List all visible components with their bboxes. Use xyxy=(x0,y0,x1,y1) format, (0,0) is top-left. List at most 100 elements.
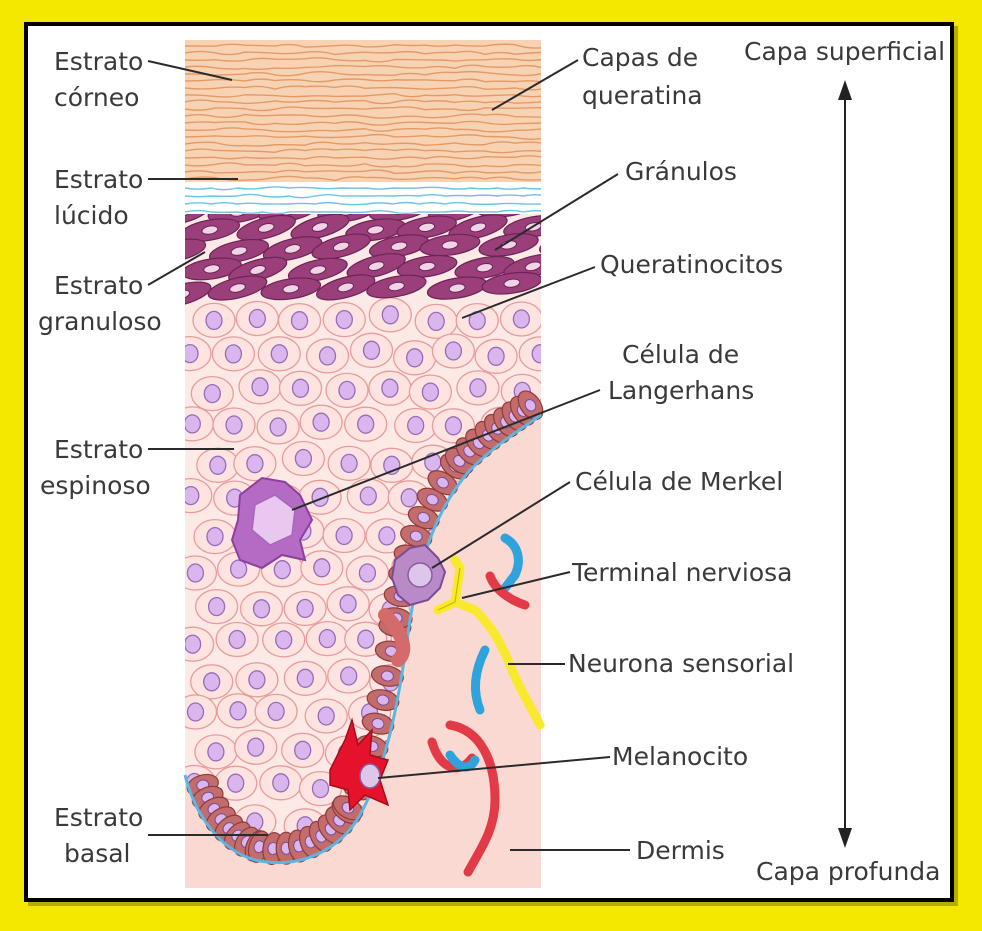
keratinocyte-nucleus xyxy=(186,702,205,722)
keratinocyte-nucleus xyxy=(407,415,425,436)
granular-cell xyxy=(316,274,376,301)
axis-bottom-label: Capa profunda xyxy=(756,857,941,886)
granular-cell-body xyxy=(539,229,541,256)
basal-cell xyxy=(427,470,458,496)
granular-cell xyxy=(262,236,323,262)
granular-cell xyxy=(207,275,268,301)
label-estrato-granuloso-2: granuloso xyxy=(38,307,162,336)
axis-top-label: Capa superficial xyxy=(744,37,945,66)
keratin-fiber xyxy=(185,64,541,71)
label-granulos: Gránulos xyxy=(625,157,737,186)
keratin-fiber xyxy=(185,148,541,154)
granular-cell-nucleus xyxy=(284,244,301,254)
keratinocyte-nucleus xyxy=(296,598,314,619)
label-celula-langerhans-2: Langerhans xyxy=(608,376,754,405)
keratinocyte-nucleus xyxy=(269,417,287,437)
keratin-layer xyxy=(185,40,541,182)
keratin-fiber xyxy=(185,162,541,168)
lucid-fiber xyxy=(185,193,541,199)
keratinocyte-nucleus xyxy=(358,563,377,583)
keratinocyte-nucleus xyxy=(206,526,224,547)
keratinocyte-nucleus xyxy=(205,310,223,331)
granular-cell xyxy=(419,233,481,257)
basal-cell-nucleus xyxy=(376,694,390,706)
granular-cell-nucleus xyxy=(469,222,487,233)
keratin-fiber xyxy=(185,43,541,49)
keratin-fiber xyxy=(185,169,541,175)
keratinocyte-nucleus xyxy=(227,773,245,793)
granular-cell-nucleus xyxy=(185,289,191,300)
granular-cell xyxy=(185,218,241,242)
keratinocyte-nucleus xyxy=(406,348,424,368)
keratinocyte-nucleus xyxy=(296,668,314,688)
basal-cell xyxy=(361,712,395,735)
keratinocyte-nucleus xyxy=(469,378,487,398)
granular-cell-nucleus xyxy=(388,281,405,292)
granular-cell xyxy=(345,218,406,242)
keratinocyte-nucleus xyxy=(340,666,358,686)
keratinocyte-nucleus xyxy=(186,563,205,583)
basal-cell-nucleus xyxy=(426,493,439,506)
keratinocyte-nucleus xyxy=(185,343,199,364)
melanocyte xyxy=(329,717,390,812)
basal-cell-nucleus xyxy=(380,670,394,682)
granular-cell xyxy=(290,213,350,241)
keratinocyte-nucleus xyxy=(291,378,310,398)
basal-cell xyxy=(370,665,404,687)
nerve-outline xyxy=(437,567,461,611)
keratin-fiber xyxy=(185,50,541,56)
keratinocyte-nucleus xyxy=(400,488,418,508)
keratinocyte-nucleus xyxy=(359,486,377,506)
keratinocyte-nucleus xyxy=(185,634,202,654)
keratinocyte-nucleus xyxy=(251,377,269,397)
keratinocyte-nucleus xyxy=(311,487,329,507)
granular-cell-nucleus xyxy=(524,261,541,272)
label-estrato-basal-1: Estrato xyxy=(54,803,143,832)
label-estrato-espinoso-1: Estrato xyxy=(54,435,143,464)
keratinocyte-nucleus xyxy=(340,453,358,474)
keratinocyte-nucleus xyxy=(487,346,505,366)
granular-cell-nucleus xyxy=(201,225,219,235)
keratin-fiber xyxy=(185,133,541,140)
granular-cell xyxy=(481,271,541,295)
keratinocyte-nucleus xyxy=(224,344,243,364)
granular-cell-nucleus xyxy=(367,261,385,271)
granular-cell-nucleus xyxy=(503,278,521,288)
keratinocyte-nucleus xyxy=(248,670,266,690)
granular-cell xyxy=(236,214,296,241)
label-celula-langerhans-1: Célula de xyxy=(622,340,739,369)
label-estrato-lucido-1: Estrato xyxy=(54,165,143,194)
label-estrato-espinoso-2: espinoso xyxy=(40,471,151,500)
granular-cell-nucleus xyxy=(203,264,221,274)
granular-cell-nucleus xyxy=(367,225,384,235)
granular-cell-body xyxy=(185,281,212,308)
granular-cell xyxy=(396,254,458,279)
keratinocyte-nucleus xyxy=(294,448,313,469)
label-dermis: Dermis xyxy=(636,836,725,865)
keratinocyte-nucleus xyxy=(203,383,221,404)
keratinocyte-nucleus xyxy=(335,525,353,546)
keratinocyte-nucleus xyxy=(339,594,357,614)
granular-cell-nucleus xyxy=(337,282,354,293)
granular-cell xyxy=(368,234,430,259)
keratinocyte-nucleus xyxy=(225,415,243,435)
basement-membrane xyxy=(183,413,542,865)
keratinocyte-nucleus xyxy=(357,414,375,434)
keratin-fiber xyxy=(185,78,541,83)
granular-cell-nucleus xyxy=(229,283,246,293)
keratinocyte-nucleus xyxy=(273,560,291,580)
granular-cell-nucleus xyxy=(230,246,248,256)
granular-cell xyxy=(185,257,242,281)
keratinocyte-nucleus xyxy=(267,701,285,722)
keratinocyte-nucleus xyxy=(290,311,309,331)
keratin-fiber xyxy=(185,175,541,182)
merkel-cell xyxy=(390,543,447,607)
granular-cell-nucleus xyxy=(311,222,329,232)
keratinocyte-nucleus xyxy=(246,454,264,474)
basal-cell xyxy=(400,524,433,548)
granular-cell xyxy=(346,253,406,280)
basal-cell xyxy=(366,689,400,712)
keratinocyte-nucleus xyxy=(203,672,221,692)
keratinocyte-nucleus xyxy=(311,778,330,799)
